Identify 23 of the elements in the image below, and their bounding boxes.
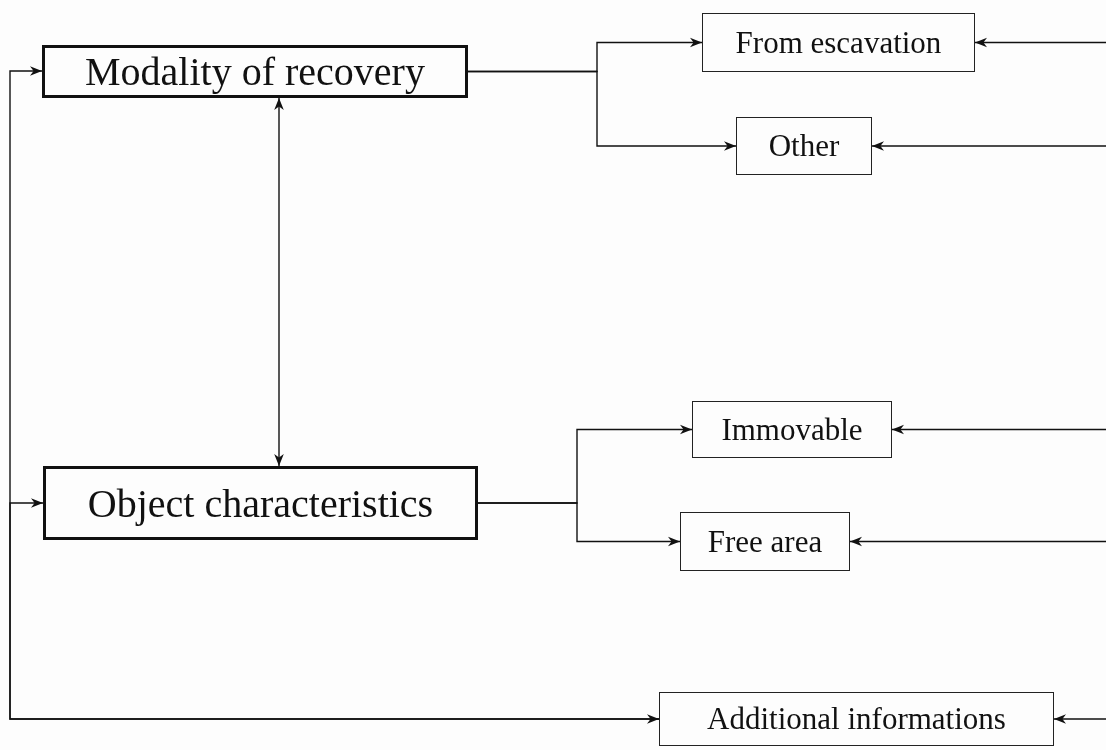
box-label: Other — [768, 128, 840, 164]
option-box — [702, 13, 975, 72]
category-box — [43, 466, 478, 540]
arrow — [871, 141, 1106, 151]
box-label: Modality of recovery — [85, 48, 425, 95]
arrow — [849, 536, 1106, 547]
box-label: Free area — [707, 523, 823, 560]
box-label: Additional informations — [707, 701, 1006, 737]
option-box — [692, 401, 892, 458]
box-label: Object characteristics — [87, 479, 434, 527]
arrow — [477, 502, 681, 547]
box-label: From escavation — [735, 24, 942, 61]
arrow — [274, 97, 284, 467]
box-label: Immovable — [721, 411, 863, 448]
option-box — [659, 692, 1054, 746]
arrow — [891, 424, 1106, 435]
arrow — [974, 37, 1106, 48]
category-box — [42, 45, 468, 98]
arrow — [467, 70, 737, 151]
option-box — [680, 512, 850, 571]
arrow — [1053, 714, 1106, 724]
option-box — [736, 117, 872, 175]
arrow — [9, 498, 660, 720]
